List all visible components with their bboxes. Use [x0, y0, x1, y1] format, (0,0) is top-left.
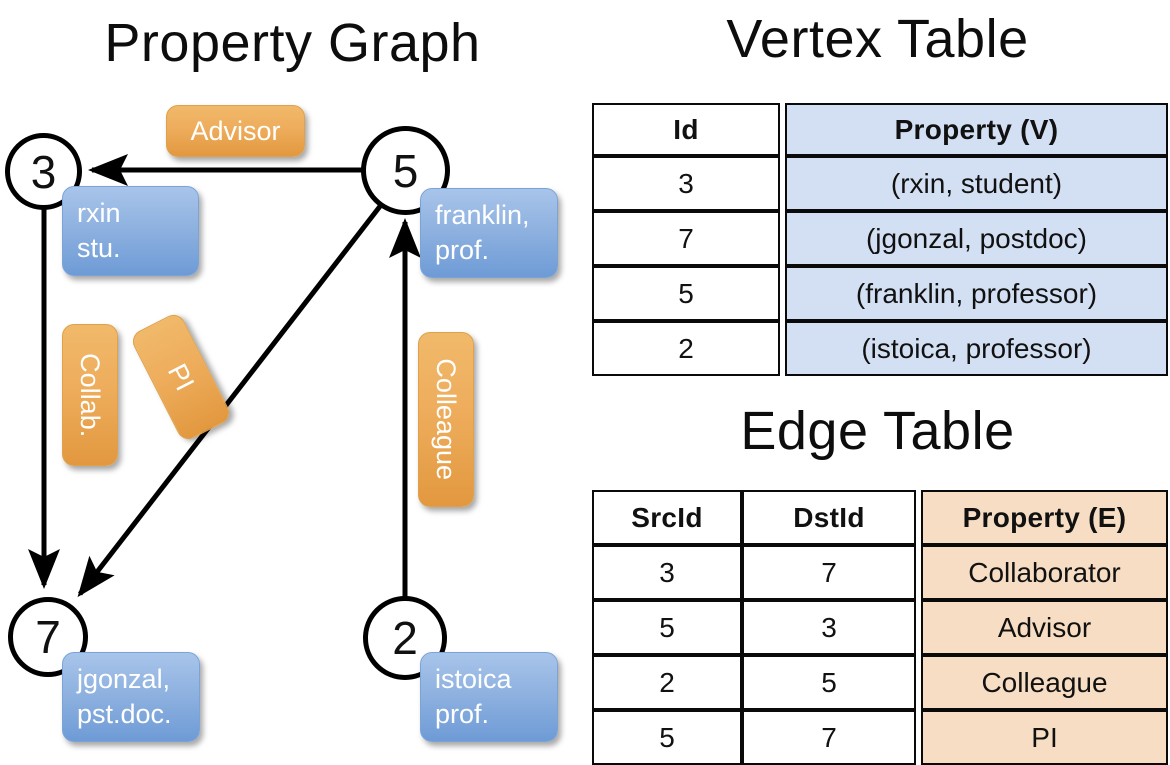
- vertex-property-box-7: jgonzal, pst.doc.: [62, 652, 200, 742]
- vertex-property-box-2-line2: prof.: [435, 699, 490, 729]
- edge-row-3-property: PI: [921, 710, 1168, 765]
- edge-row-1-dst: 3: [742, 600, 916, 655]
- edge-property-box-colleague-label: Colleague: [431, 358, 462, 481]
- vertex-property-box-3-line1: rxin: [77, 198, 121, 229]
- vertex-row-1-property: (jgonzal, postdoc): [785, 211, 1168, 266]
- edge-row-0-src: 3: [592, 545, 742, 600]
- vertex-row-0-id: 3: [592, 156, 780, 211]
- edge-table-row: 5 3 Advisor: [592, 600, 1168, 655]
- vertex-property-box-7-line1: jgonzal,: [77, 664, 171, 695]
- edge-row-2-property: Colleague: [921, 655, 1168, 710]
- vertex-table-header-property: Property (V): [785, 103, 1168, 156]
- vertex-row-2-id: 5: [592, 266, 780, 321]
- property-graph-diagram: 3 5 7 2 rxin stu. franklin, prof. jgonza…: [0, 0, 585, 760]
- edge-row-1-property: Advisor: [921, 600, 1168, 655]
- edge-table: SrcId DstId Property (E) 3 7 Collaborato…: [592, 490, 1168, 765]
- vertex-table-header-id: Id: [592, 103, 780, 156]
- edge-property-box-colleague: Colleague: [418, 332, 474, 507]
- edge-row-2-dst: 5: [742, 655, 916, 710]
- edge-property-box-pi-label: PI: [162, 358, 201, 396]
- edge-property-box-advisor-label: Advisor: [190, 115, 281, 146]
- graph-node-3-label: 3: [30, 145, 57, 198]
- edge-property-box-advisor: Advisor: [166, 105, 305, 157]
- vertex-property-box-2-line1: istoica: [435, 664, 512, 695]
- edge-row-3-src: 5: [592, 710, 742, 765]
- edge-row-3-dst: 7: [742, 710, 916, 765]
- graph-node-5-label: 5: [392, 144, 419, 197]
- graph-node-2-label: 2: [392, 612, 418, 664]
- page-title-edge-table: Edge Table: [740, 401, 1015, 461]
- vertex-row-0-property: (rxin, student): [785, 156, 1168, 211]
- edge-row-2-src: 2: [592, 655, 742, 710]
- vertex-table-header-row: Id Property (V): [592, 103, 1168, 156]
- edge-table-header-property: Property (E): [921, 490, 1168, 545]
- edge-property-box-collab-label: Collab.: [75, 352, 106, 438]
- vertex-row-1-id: 7: [592, 211, 780, 266]
- page-title-property-graph: Property Graph: [104, 13, 481, 73]
- vertex-row-2-property: (franklin, professor): [785, 266, 1168, 321]
- edge-row-0-property: Collaborator: [921, 545, 1168, 600]
- vertex-property-box-2: istoica prof.: [420, 652, 558, 742]
- edge-table-row: 3 7 Collaborator: [592, 545, 1168, 600]
- vertex-table-row: 5 (franklin, professor): [592, 266, 1168, 321]
- vertex-property-box-3: rxin stu.: [62, 186, 199, 276]
- vertex-table-row: 2 (istoica, professor): [592, 321, 1168, 376]
- edge-table-row: 2 5 Colleague: [592, 655, 1168, 710]
- vertex-table-row: 7 (jgonzal, postdoc): [592, 211, 1168, 266]
- vertex-row-3-id: 2: [592, 321, 780, 376]
- edge-table-header-dstid: DstId: [742, 490, 916, 545]
- edge-property-box-collab: Collab.: [62, 324, 118, 466]
- edge-5-to-7: [77, 203, 383, 598]
- page-title-vertex-table: Vertex Table: [726, 9, 1029, 69]
- vertex-row-3-property: (istoica, professor): [785, 321, 1168, 376]
- vertex-property-box-7-line2: pst.doc.: [77, 699, 172, 729]
- graph-node-2[interactable]: 2: [363, 596, 447, 680]
- vertex-property-box-3-line2: stu.: [77, 233, 121, 263]
- vertex-property-box-5-line1: franklin,: [435, 200, 530, 231]
- graph-edges-svg: [28, 154, 421, 598]
- vertex-property-box-5-line2: prof.: [435, 235, 490, 265]
- edge-table-row: 5 7 PI: [592, 710, 1168, 765]
- edge-table-header-srcid: SrcId: [592, 490, 742, 545]
- vertex-table-row: 3 (rxin, student): [592, 156, 1168, 211]
- edge-row-1-src: 5: [592, 600, 742, 655]
- vertex-property-box-5: franklin, prof.: [420, 188, 558, 278]
- edge-table-header-row: SrcId DstId Property (E): [592, 490, 1168, 545]
- edge-row-0-dst: 7: [742, 545, 916, 600]
- graph-node-5[interactable]: 5: [361, 126, 450, 215]
- vertex-table: Id Property (V) 3 (rxin, student) 7 (jgo…: [592, 103, 1168, 376]
- graph-node-7-label: 7: [35, 611, 61, 663]
